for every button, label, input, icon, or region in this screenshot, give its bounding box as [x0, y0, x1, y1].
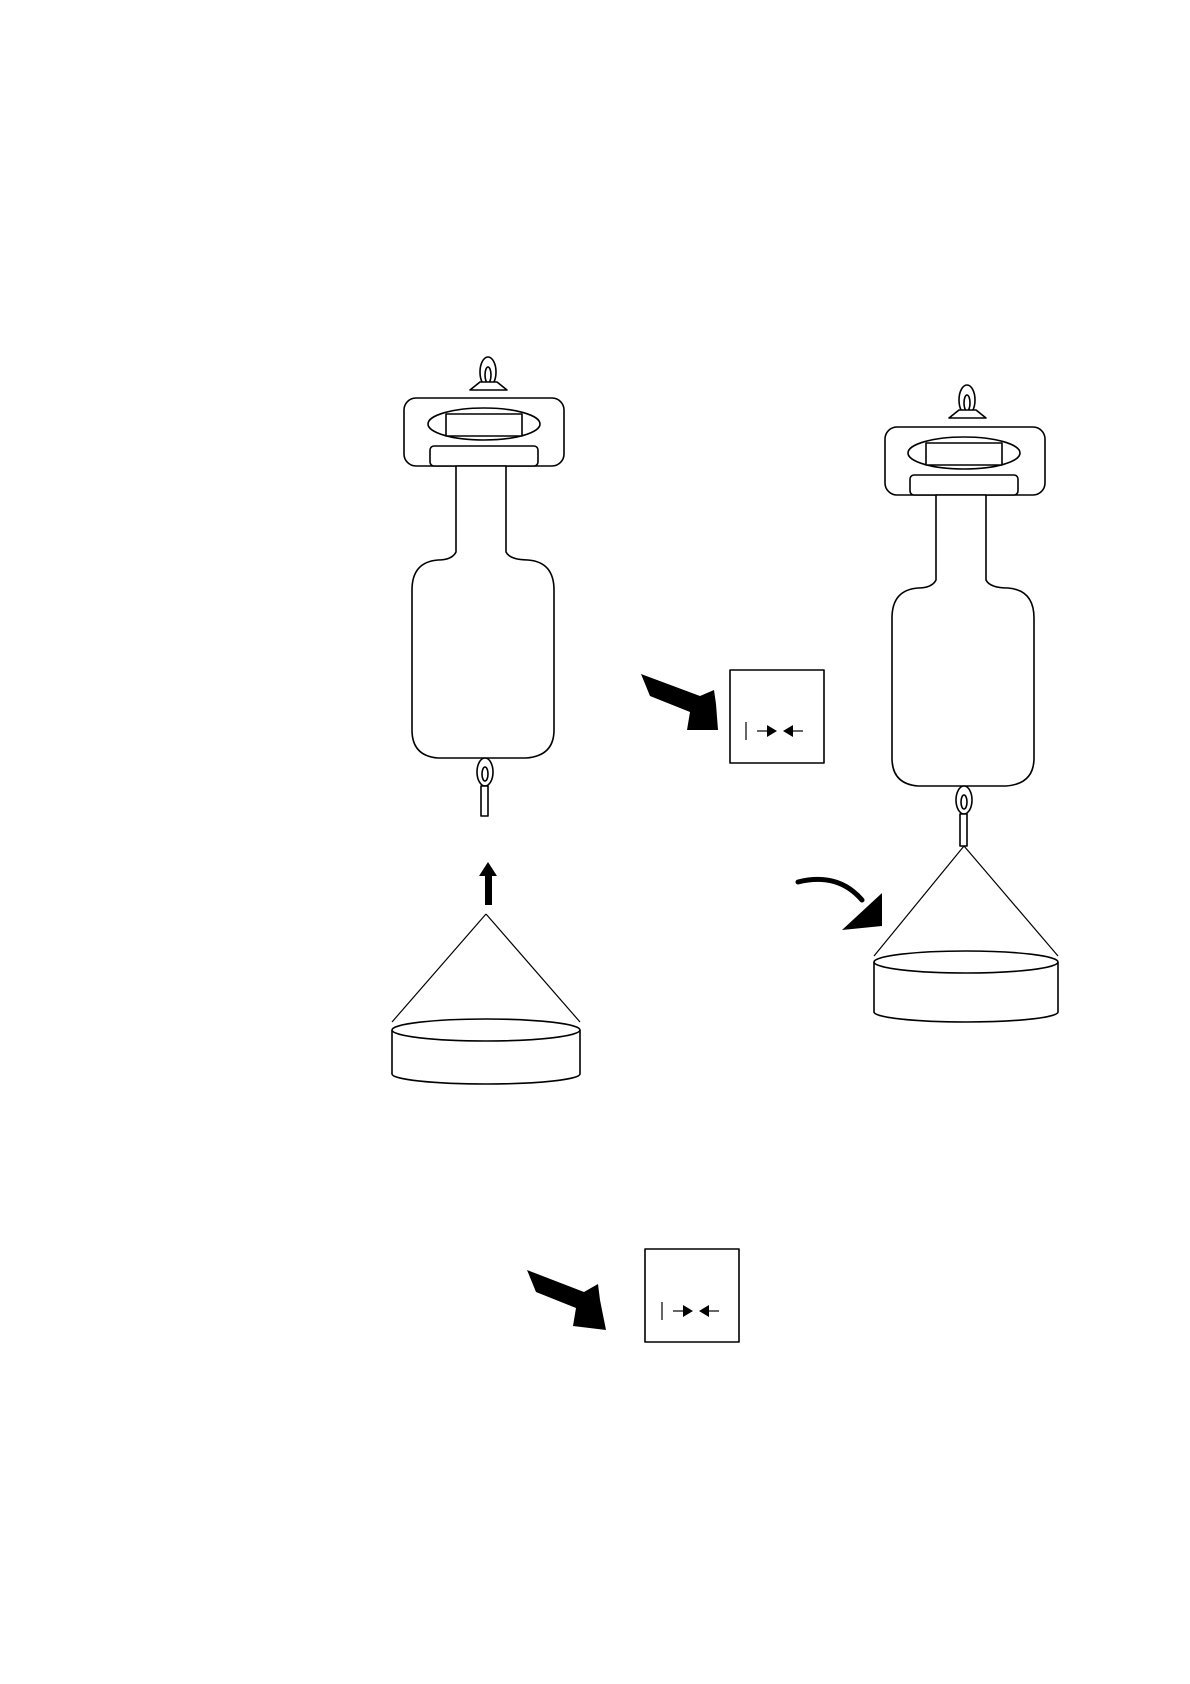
curved-arrow-icon — [798, 879, 882, 930]
bottom-hook-right — [956, 786, 972, 846]
bottom-hook-left — [477, 758, 493, 816]
scale-body-left — [412, 466, 554, 758]
top-shackle-right — [949, 385, 986, 418]
pointer-arrow-icon-1 — [641, 674, 718, 730]
scale-body-right — [892, 495, 1034, 786]
pointer-arrow-icon-2 — [527, 1270, 606, 1330]
up-arrow-icon — [479, 862, 497, 905]
display-head-left — [404, 398, 564, 466]
display-head-right — [885, 427, 1045, 495]
display-indicator-2 — [645, 1249, 739, 1342]
load-pan-right — [874, 846, 1058, 1022]
top-shackle-left — [470, 357, 507, 390]
crane-scale-left — [404, 357, 564, 816]
load-pan-left — [392, 914, 580, 1084]
display-indicator-1 — [730, 670, 824, 763]
crane-scale-right — [885, 385, 1045, 846]
